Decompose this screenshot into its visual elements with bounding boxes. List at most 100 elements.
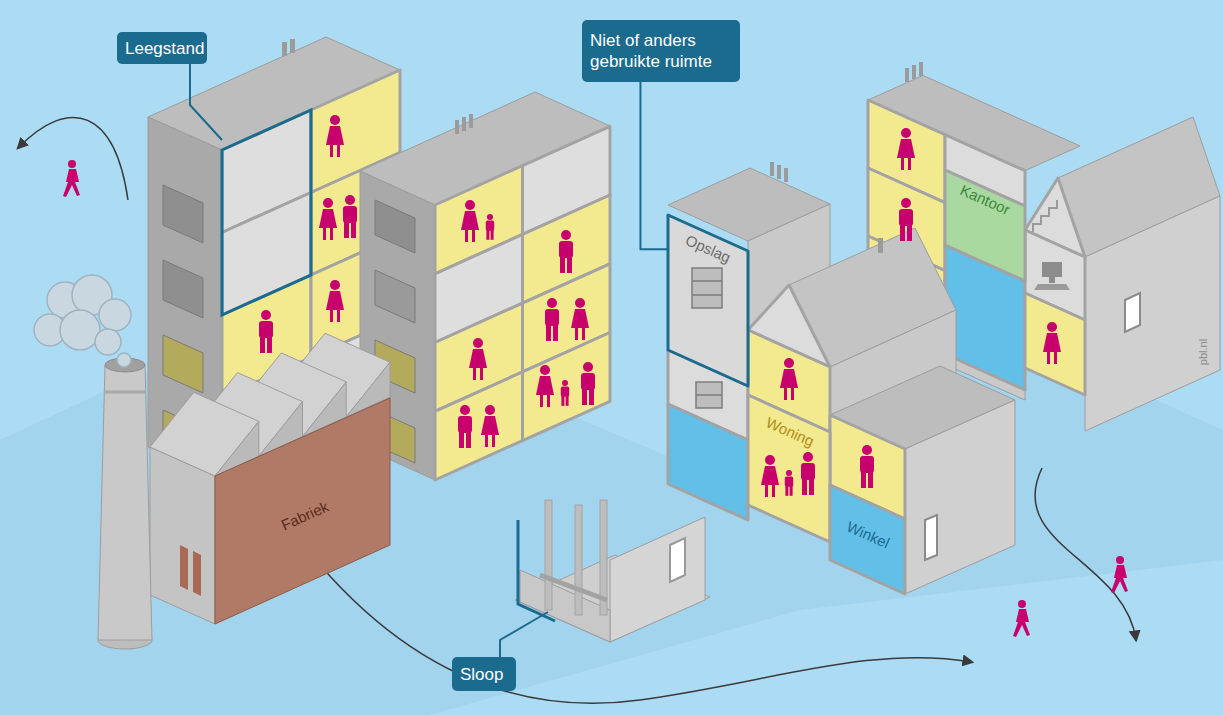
- office-building: [919, 62, 923, 76]
- apartment-block: [163, 260, 203, 318]
- factory: [193, 551, 201, 596]
- apartment-block: [375, 200, 415, 253]
- apartment-block: [360, 92, 610, 480]
- demolished-building: [670, 538, 685, 582]
- pedestrian: [63, 160, 80, 197]
- callout-text: Niet of anders gebruikte ruimte: [590, 30, 732, 72]
- apartment-block: [455, 120, 459, 134]
- apartment-block: [163, 335, 203, 393]
- residents: [860, 445, 874, 488]
- office-building: [905, 68, 909, 82]
- apartment-block: [561, 380, 569, 406]
- walking-route: [1035, 468, 1136, 640]
- storage-building: [777, 165, 781, 179]
- apartment-block: [545, 298, 559, 341]
- demolition-outline: [500, 612, 548, 657]
- room-outline: [945, 170, 1025, 281]
- apartment-block: [481, 405, 499, 447]
- demolished-building: [575, 505, 582, 615]
- storage-box: [696, 382, 722, 408]
- vacancy-outline: [190, 64, 222, 140]
- storage-box: [692, 268, 722, 408]
- apartment-block: [469, 338, 487, 380]
- room-shape: [748, 395, 830, 542]
- walking-route: [18, 117, 1136, 703]
- apartment-block: [571, 298, 589, 340]
- smoke: [117, 353, 131, 367]
- pedestrian: [1013, 600, 1030, 637]
- factory: [150, 333, 390, 624]
- apartment-block: [458, 405, 472, 448]
- residents: [1043, 322, 1061, 364]
- demolished-building: [540, 575, 607, 600]
- callout-text: Sloop: [460, 664, 503, 685]
- house-with-stairs: [1085, 196, 1220, 431]
- house-with-stairs: [1025, 117, 1220, 431]
- smoke: [95, 329, 121, 355]
- chimney: [104, 391, 146, 394]
- pedestrian: [1111, 556, 1128, 593]
- demolition-outline: [500, 520, 555, 657]
- storage-building: [770, 162, 774, 176]
- apartment-block: [163, 185, 203, 243]
- apartment-block: [523, 333, 611, 441]
- room-shape: [830, 485, 905, 594]
- computer-symbol: [1042, 262, 1062, 277]
- storage-building: [668, 404, 748, 520]
- house-with-stairs: [1125, 293, 1140, 332]
- residents: [801, 452, 815, 495]
- computer-symbol: [1049, 277, 1055, 283]
- apartment-block: [486, 214, 494, 240]
- apartment-block: [259, 310, 273, 353]
- smoke: [34, 275, 131, 367]
- demolished-building: [520, 570, 610, 642]
- callout-box: Leegstand: [117, 32, 207, 64]
- room-block: Winkel: [830, 485, 905, 594]
- apartment-block: [559, 230, 573, 273]
- apartment-block: [343, 195, 357, 238]
- room-block: Fabriek: [215, 398, 390, 624]
- apartment-block: [326, 280, 344, 322]
- gable-house: [878, 238, 883, 253]
- room-shape: [668, 215, 748, 386]
- residents: [761, 455, 779, 497]
- demolished-building: [545, 500, 552, 610]
- apartment-block: [326, 115, 344, 157]
- apartment-block: [282, 42, 287, 56]
- apartment-block: [469, 114, 473, 128]
- house-with-stairs: [1025, 293, 1085, 395]
- factory: [180, 545, 188, 590]
- storage-box: [692, 280, 722, 282]
- chimney: [98, 365, 152, 640]
- storage-box: [696, 394, 722, 396]
- office-building: [912, 65, 916, 79]
- shop-building: [925, 515, 937, 560]
- apartment-block: [435, 372, 523, 480]
- apartment-block: [461, 200, 479, 242]
- storage-box: [692, 268, 722, 308]
- walking-route: [18, 117, 128, 200]
- callout-box: Sloop: [452, 657, 516, 691]
- computer-symbol: [1034, 262, 1070, 290]
- smoke: [99, 299, 131, 331]
- apartment-block: [462, 117, 466, 131]
- chimney: [98, 358, 152, 649]
- demolished-building: [515, 500, 710, 642]
- smoke: [60, 310, 100, 350]
- watermark: pbl.nl: [1197, 339, 1209, 365]
- residents: [897, 128, 915, 170]
- room-shape: [215, 398, 390, 624]
- apartment-block: [290, 39, 295, 53]
- residents: [899, 198, 913, 241]
- room-block: Kantoor: [945, 170, 1025, 281]
- room-outline: [748, 395, 830, 542]
- apartment-block: [581, 362, 595, 405]
- apartment-block: [375, 270, 415, 323]
- vacancy-outline: [222, 110, 311, 315]
- pedestrian: [63, 160, 1128, 637]
- leader-line: [640, 82, 668, 249]
